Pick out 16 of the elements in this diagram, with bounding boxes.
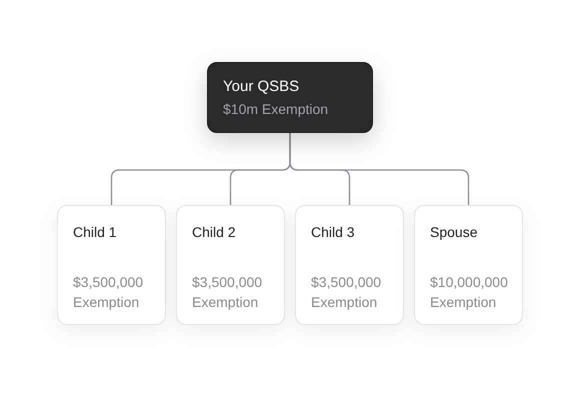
card-title: Your QSBS	[223, 77, 300, 97]
exemption-amount: $10m Exemption	[223, 100, 328, 119]
connector-line	[289, 133, 470, 205]
beneficiary-card	[176, 205, 285, 325]
exemption-amount: $3,500,000 Exemption	[192, 273, 264, 312]
root-card	[207, 62, 373, 133]
card-title: Child 3	[311, 223, 355, 242]
beneficiary-card	[295, 205, 404, 325]
card-title: Child 1	[73, 223, 117, 242]
exemption-amount: $3,500,000 Exemption	[311, 273, 382, 312]
beneficiary-card	[414, 205, 523, 325]
card-title: Spouse	[430, 223, 478, 242]
exemption-amount: $10,000,000 Exemption	[430, 273, 509, 312]
card-title: Child 2	[192, 223, 236, 242]
exemption-amount: $3,500,000 Exemption	[73, 273, 144, 312]
beneficiary-card	[57, 205, 166, 325]
